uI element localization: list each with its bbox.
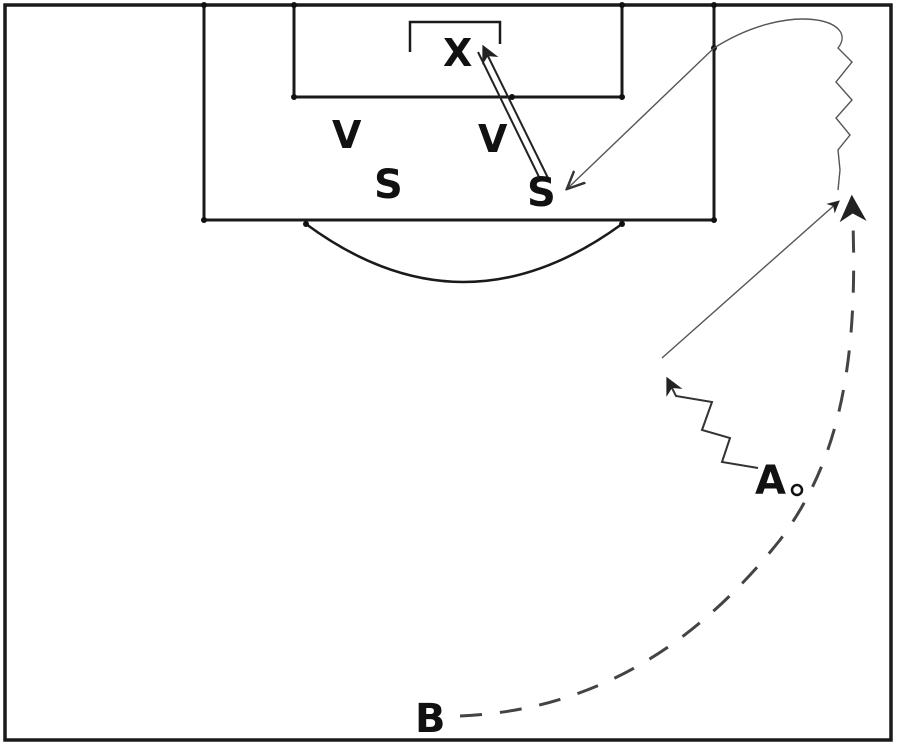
player-v2-label: V bbox=[478, 117, 508, 161]
ball-icon bbox=[790, 483, 804, 497]
a-pass-line bbox=[661, 200, 840, 359]
shot-arrow bbox=[477, 44, 549, 182]
player-b-label: B bbox=[415, 696, 446, 742]
goal-area bbox=[292, 3, 624, 99]
player-s1-label: S bbox=[374, 162, 403, 208]
goal-marker bbox=[408, 20, 502, 52]
player-s2-label: S bbox=[527, 170, 556, 216]
penalty-arc bbox=[305, 222, 623, 284]
player-x-label: X bbox=[443, 31, 472, 75]
cross-path bbox=[568, 18, 853, 190]
player-v1-label: V bbox=[332, 113, 362, 157]
b-run-path bbox=[459, 194, 867, 718]
a-dribble-path bbox=[666, 376, 759, 469]
field-boundary bbox=[3, 3, 893, 742]
player-a-label: A bbox=[755, 458, 786, 504]
line-joint-dots bbox=[201, 2, 717, 227]
